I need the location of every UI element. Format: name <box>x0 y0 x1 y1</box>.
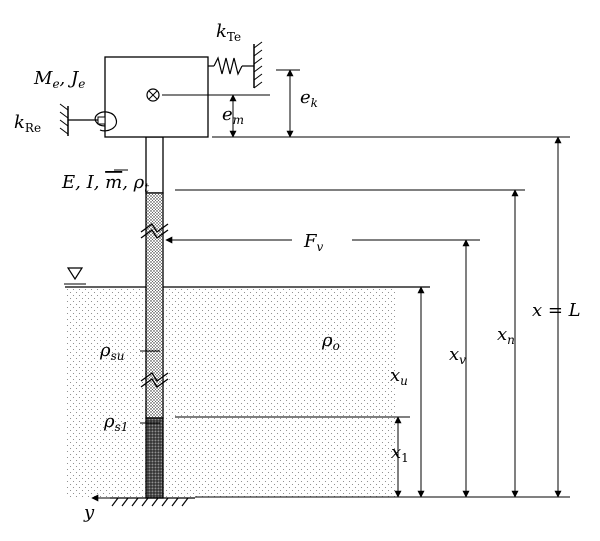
pile-break-mark-upper <box>140 223 169 239</box>
label-y-axis: y <box>83 502 95 523</box>
pile-base-hatch <box>110 497 195 507</box>
label-rho-su: ρsu <box>99 340 124 363</box>
center-of-mass-icon <box>146 88 160 102</box>
label-f-v: Fv <box>303 231 324 254</box>
label-k-re: kRe <box>14 112 41 135</box>
label-properties: E, I, m, ρt <box>61 172 149 195</box>
label-x-1: x1 <box>391 442 409 465</box>
label-e-k: ek <box>300 87 318 110</box>
label-me-je: Me, Je <box>33 68 85 91</box>
pile-shaft-base <box>145 417 164 499</box>
label-rho-o: ρo <box>321 330 340 353</box>
label-x-u: xu <box>390 365 408 388</box>
label-x-L: x = L <box>532 300 581 321</box>
label-e-m: em <box>222 104 244 127</box>
label-x-n: xn <box>497 324 515 347</box>
pile-break-mark-lower <box>140 372 169 388</box>
soil-region <box>65 287 395 497</box>
label-rho-s1: ρs1 <box>103 411 128 434</box>
label-k-te: kTe <box>216 21 241 44</box>
label-x-v: xv <box>449 344 466 367</box>
translational-spring-icon <box>208 41 263 89</box>
rotational-spring-icon <box>59 103 118 136</box>
water-level-icon <box>64 267 86 288</box>
